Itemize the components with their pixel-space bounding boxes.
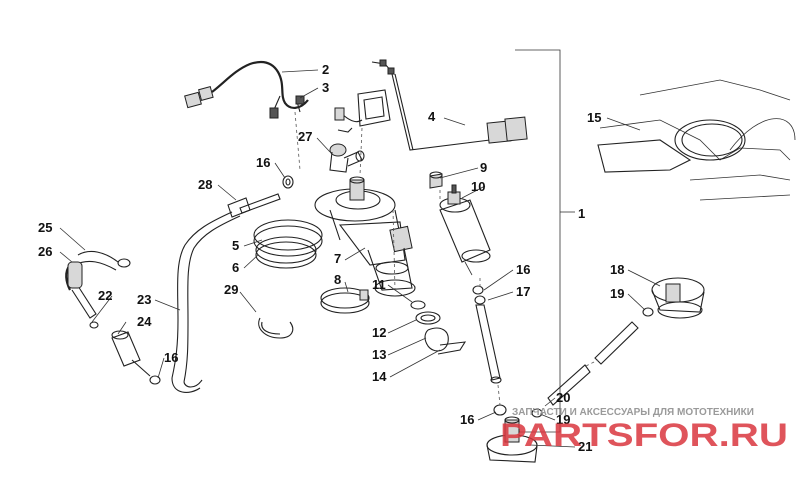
callout-15: 15 <box>587 110 601 125</box>
leader-lines <box>59 69 661 448</box>
pump-wire-lead <box>371 59 528 151</box>
callout-13: 13 <box>372 347 386 362</box>
callout-14: 14 <box>372 369 387 384</box>
callout-18: 18 <box>610 262 624 277</box>
filter-parts <box>410 300 467 355</box>
callout-22: 27 <box>298 129 312 144</box>
callout-16-right: 16 <box>516 262 530 277</box>
sender-connector <box>334 89 391 133</box>
hose-clamp-small-top <box>282 175 294 189</box>
callout-21: 21 <box>578 439 592 454</box>
pump-cap <box>429 171 443 189</box>
callout-20: 20 <box>556 390 570 405</box>
elbow-fitting <box>329 143 365 173</box>
callout-12: 12 <box>372 325 386 340</box>
callout-17: 17 <box>516 284 530 299</box>
callout-16-upper: 16 <box>256 155 270 170</box>
retainer-clip <box>258 317 294 339</box>
callout-16-lower: 16 <box>460 412 474 427</box>
callout-28: 26 <box>38 244 52 259</box>
callout-6: 6 <box>232 260 239 275</box>
callout-labels: 2 3 4 27 16 28 9 10 1 5 6 7 8 29 11 12 1… <box>38 62 624 454</box>
seal-rings <box>253 219 323 269</box>
tank-fitting-upper <box>642 277 705 319</box>
pump-outlet-hose <box>472 278 502 384</box>
wiring-harness <box>184 61 309 119</box>
electric-fuel-pump <box>439 184 491 276</box>
callout-7: 7 <box>334 251 341 266</box>
callout-23: 28 <box>198 177 212 192</box>
callout-5: 5 <box>232 238 239 253</box>
callout-19-upper: 19 <box>610 286 624 301</box>
callout-27: 25 <box>38 220 52 235</box>
hose-clamp-large <box>320 287 370 314</box>
callout-8: 8 <box>334 272 341 287</box>
callout-10: 10 <box>471 179 485 194</box>
assembly-bracket <box>515 49 575 433</box>
callout-11: 11 <box>372 277 386 292</box>
watermark-tagline: ЗАПЧАСТИ И АКСЕССУАРЫ ДЛЯ МОТОТЕХНИКИ <box>512 407 754 418</box>
connector-hose <box>547 321 639 406</box>
callout-4: 4 <box>428 109 436 124</box>
fuel-tank-outline <box>597 79 796 201</box>
callout-16-left: 16 <box>164 350 178 365</box>
watermark-brand: PARTSFOR.RU <box>500 417 788 453</box>
callout-2: 2 <box>322 62 329 77</box>
callout-1: 1 <box>578 206 585 221</box>
pump-module <box>314 176 416 297</box>
callout-26: 24 <box>137 314 152 329</box>
fuel-supply-line <box>149 193 281 393</box>
callout-25: 23 <box>137 292 151 307</box>
inline-filter-assembly <box>65 250 151 377</box>
callout-24: 22 <box>98 288 112 303</box>
assembly-guides <box>294 111 501 406</box>
watermark: ЗАПЧАСТИ И АКСЕССУАРЫ ДЛЯ МОТОТЕХНИКИ PA… <box>500 407 788 453</box>
callout-19-lower: 19 <box>556 412 570 427</box>
callout-29: 29 <box>224 282 238 297</box>
callout-9: 9 <box>480 160 487 175</box>
callout-3: 3 <box>322 80 329 95</box>
